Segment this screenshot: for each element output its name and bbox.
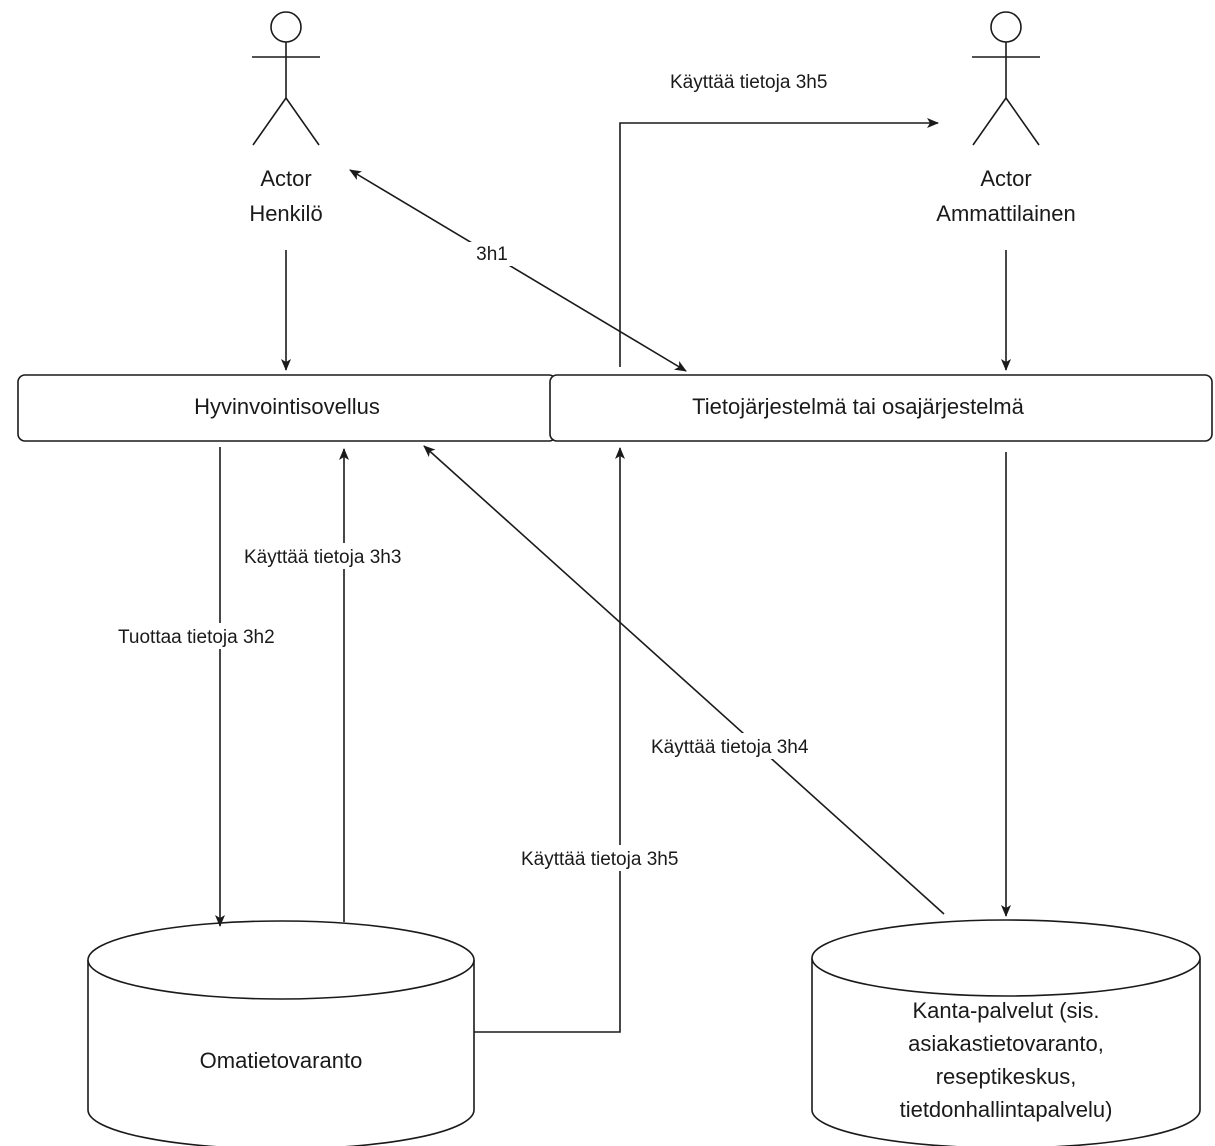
system-hyvinvointisovellus-label: Hyvinvointisovellus	[194, 394, 380, 419]
system-tietojarjestelma: Tietojärjestelmä tai osajärjestelmä	[549, 374, 1213, 442]
datastore-kanta-label-line4: tietdonhallintapalvelu)	[900, 1097, 1113, 1122]
stick-figure-icon	[972, 11, 1040, 146]
arrow-3h1-bidirectional	[349, 169, 687, 372]
arrow-3h5-to-tietojarjestelma	[474, 447, 625, 1033]
actor-ammattilainen-label-line2: Ammattilainen	[936, 201, 1075, 226]
actor-ammattilainen: Actor Ammattilainen	[936, 11, 1076, 226]
datastore-kanta-label-line1: Kanta-palvelut (sis.	[912, 998, 1099, 1023]
stick-figure-icon	[252, 11, 320, 146]
label-bg	[517, 845, 729, 871]
actor-henkilo-label-line1: Actor	[260, 166, 311, 191]
system-hyvinvointisovellus: Hyvinvointisovellus	[17, 374, 557, 442]
flow-label-3h4: Käyttää tietoja 3h4	[651, 737, 809, 758]
arrow-3h5-to-ammattilainen	[619, 118, 939, 367]
datastore-kanta-palvelut: Kanta-palvelut (sis. asiakastietovaranto…	[811, 919, 1201, 1146]
actor-ammattilainen-label-line1: Actor	[980, 166, 1031, 191]
datastore-kanta-label-line2: asiakastietovaranto,	[908, 1031, 1104, 1056]
actor-henkilo-label-line2: Henkilö	[249, 201, 322, 226]
datastore-omatietovaranto: Omatietovaranto	[87, 920, 475, 1146]
datastore-kanta-label-line3: reseptikeskus,	[936, 1064, 1077, 1089]
label-bg	[647, 733, 859, 759]
flow-label-3h5-bottom: Käyttää tietoja 3h5	[521, 849, 678, 870]
arrow-3h4-to-hyvinvointisovellus	[423, 445, 945, 915]
label-bg	[468, 242, 516, 266]
label-bg	[240, 543, 452, 569]
flow-label-3h1: 3h1	[476, 244, 508, 265]
label-bg	[114, 623, 326, 649]
actor-henkilo: Actor Henkilö	[249, 11, 323, 226]
system-tietojarjestelma-label: Tietojärjestelmä tai osajärjestelmä	[692, 394, 1025, 419]
datastore-omatietovaranto-label: Omatietovaranto	[200, 1048, 363, 1073]
flow-label-3h3: Käyttää tietoja 3h3	[244, 547, 401, 568]
flow-label-3h2: Tuottaa tietoja 3h2	[118, 627, 275, 648]
flow-label-3h5-top: Käyttää tietoja 3h5	[670, 72, 827, 93]
